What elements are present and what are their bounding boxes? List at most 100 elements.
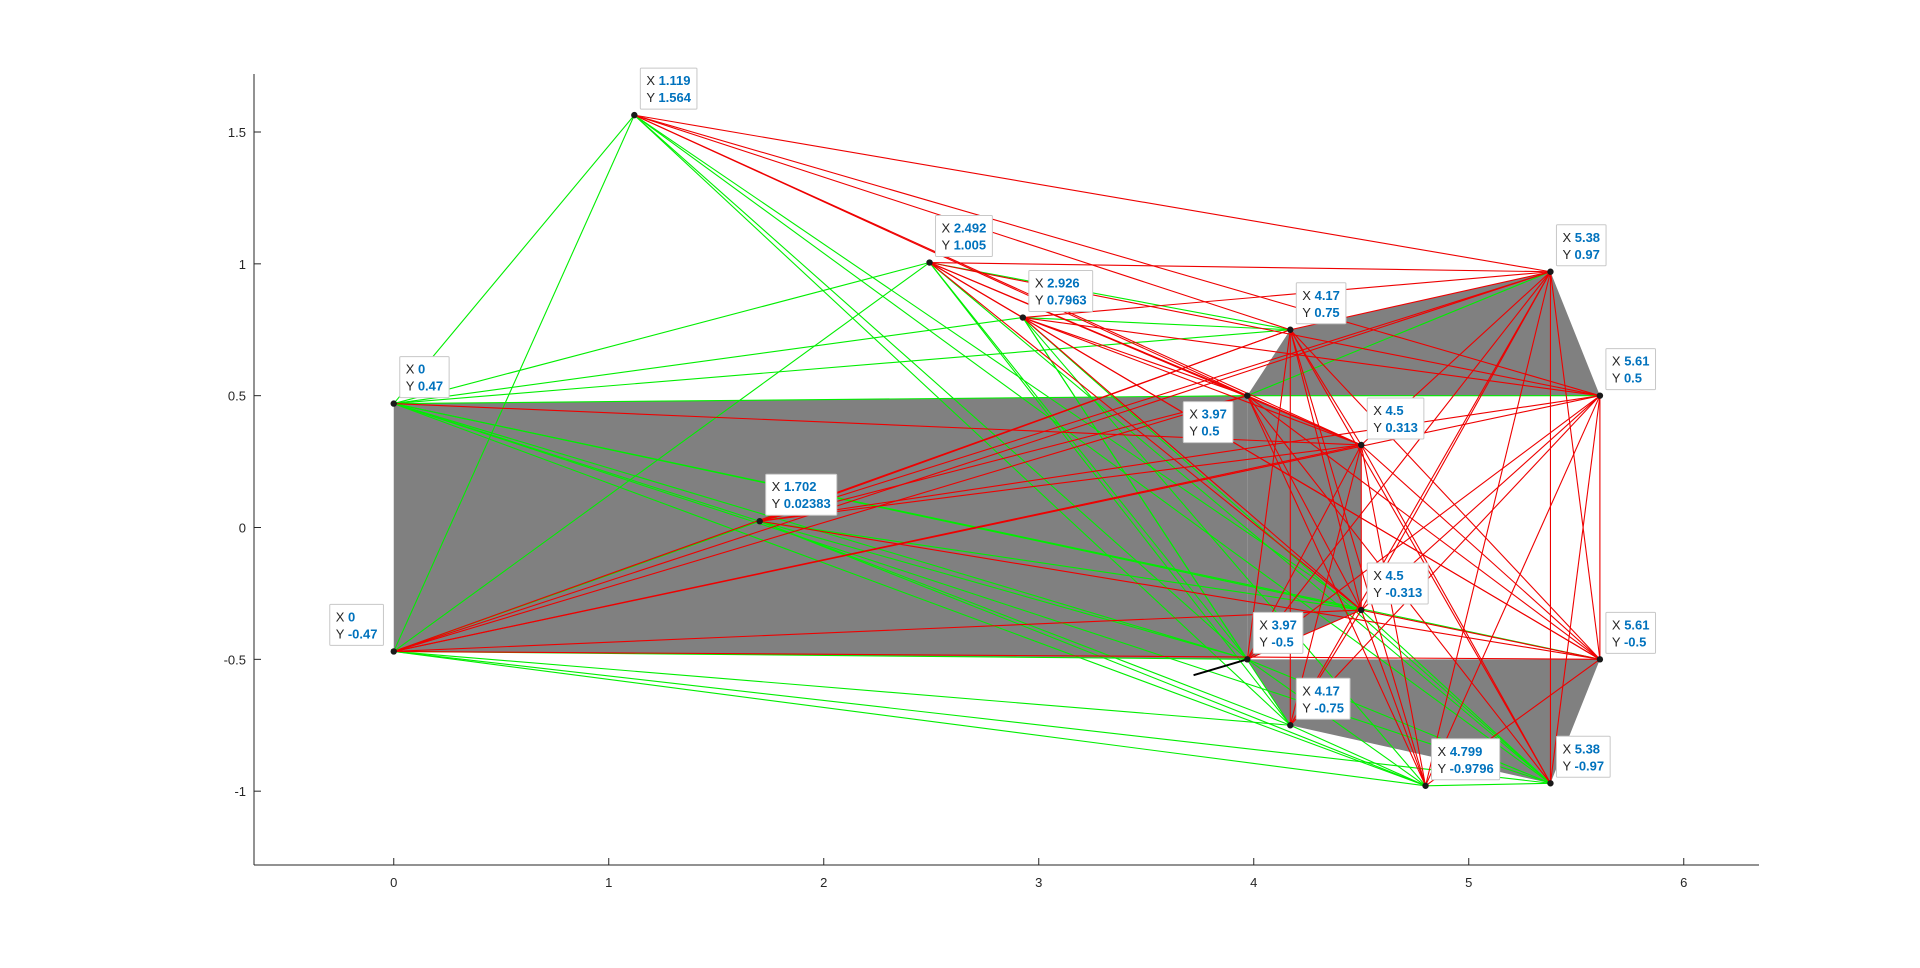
datatip-7[interactable]: X 3.97Y -0.5: [1252, 611, 1304, 654]
datatip-8[interactable]: X 4.17Y 0.75: [1295, 282, 1347, 325]
y-tick-label: 1: [239, 257, 246, 272]
y-tick-label: 0: [239, 521, 246, 536]
data-point-4[interactable]: [926, 259, 933, 266]
data-point-2[interactable]: [631, 111, 638, 119]
datatip-x-value: 5.38: [1575, 741, 1600, 756]
datatip-x-text: X 4.5: [1373, 568, 1403, 583]
data-point-10[interactable]: [1358, 441, 1365, 449]
red-edge-39: [1246, 395, 1601, 660]
red-edge-4: [634, 114, 1601, 397]
red-edge-14: [1022, 317, 1362, 446]
datatip-y-text: Y -0.47: [336, 626, 378, 641]
datatip-y-text: Y 0.47: [406, 379, 443, 394]
data-point-8[interactable]: [1287, 326, 1294, 333]
datatip-x-value: 4.17: [1315, 288, 1340, 303]
datatip-15[interactable]: X 5.61Y 0.5: [1605, 348, 1657, 391]
data-point-6[interactable]: [1244, 392, 1251, 399]
datatip-6[interactable]: X 3.97Y 0.5: [1182, 401, 1234, 444]
red-edge-7: [929, 262, 1362, 446]
x-tick-label: 1: [605, 875, 612, 890]
datatip-y-value: 0.97: [1575, 247, 1600, 262]
data-point-3[interactable]: [756, 518, 763, 525]
data-point-1[interactable]: [390, 648, 397, 655]
datatip-box: [765, 473, 838, 516]
datatip-y-text: Y 0.5: [1612, 371, 1642, 386]
datatip-9[interactable]: X 4.17Y -0.75: [1295, 677, 1351, 720]
green-edge-16: [393, 650, 1426, 787]
red-edge-42: [1289, 329, 1362, 611]
datatip-x-value: 3.97: [1202, 407, 1227, 422]
datatip-x-text: X 1.119: [646, 73, 690, 88]
red-edge-19: [393, 395, 1248, 652]
data-point-0[interactable]: [390, 400, 397, 407]
data-point-15[interactable]: [1596, 392, 1604, 399]
data-point-16[interactable]: [1596, 656, 1604, 663]
shape-polygon-middle-block: [1247, 395, 1362, 660]
red-edge-31: [759, 329, 1291, 522]
datatip-11[interactable]: X 4.5Y -0.313: [1366, 562, 1429, 605]
datatip-10[interactable]: X 4.5Y 0.313: [1366, 397, 1425, 440]
data-point-7[interactable]: [1244, 656, 1251, 663]
green-edge-17: [393, 650, 1551, 784]
red-edge-32: [1247, 395, 1362, 446]
datatip-y-text: Y 0.5: [1189, 424, 1219, 439]
datatip-y-text: Y 0.75: [1302, 305, 1339, 320]
data-point-9[interactable]: [1287, 722, 1294, 729]
datatip-13[interactable]: X 5.38Y 0.97: [1555, 224, 1607, 267]
green-edge-20: [634, 114, 1362, 611]
green-edge-19: [633, 114, 1291, 726]
green-edge-11: [393, 114, 635, 652]
datatip-y-text: Y -0.97: [1562, 758, 1604, 773]
datatip-y-value: 0.5: [1201, 424, 1219, 439]
datatip-0[interactable]: X 0Y 0.47: [399, 356, 450, 399]
datatip-y-text: Y -0.5: [1259, 634, 1293, 649]
data-point-12[interactable]: [1422, 782, 1429, 789]
annotation-layer: [1193, 658, 1248, 677]
red-edge-16: [1022, 317, 1600, 397]
datatip-box: [1431, 738, 1501, 781]
datatip-x-text: X 1.702: [772, 479, 817, 494]
green-edge-18: [633, 114, 1248, 660]
datatip-y-value: -0.97: [1575, 758, 1605, 773]
datatip-box: [1555, 735, 1611, 778]
data-point-5[interactable]: [1019, 314, 1027, 321]
red-edge-26: [759, 395, 1248, 522]
datatip-x-text: X 5.38: [1562, 741, 1600, 756]
datatip-x-text: X 4.5: [1373, 403, 1403, 418]
red-edge-17: [1022, 317, 1601, 660]
red-edge-12: [1022, 271, 1551, 319]
data-point-13[interactable]: [1547, 268, 1554, 275]
datatip-box: [1366, 397, 1425, 440]
datatip-y-value: -0.47: [348, 626, 378, 641]
x-tick-label: 6: [1680, 875, 1687, 890]
datatip-y-value: -0.9796: [1450, 761, 1494, 776]
annotation-segment-0: [1193, 658, 1248, 677]
datatip-1[interactable]: X 0Y -0.47: [329, 603, 384, 646]
polygon-layer: [393, 271, 1600, 784]
green-edge-39: [1360, 609, 1551, 784]
green-edge-40: [1425, 782, 1551, 787]
datatip-x-text: X 2.492: [942, 221, 987, 236]
x-tick-label: 3: [1035, 875, 1042, 890]
green-edge-0: [393, 114, 635, 404]
red-edge-63: [1425, 395, 1601, 787]
datatip-y-value: -0.5: [1624, 634, 1646, 649]
data-point-14[interactable]: [1547, 780, 1554, 787]
datatip-y-value: 1.564: [658, 90, 691, 105]
red-edge-11: [929, 262, 1024, 319]
datatip-y-value: -0.313: [1385, 585, 1422, 600]
data-point-11[interactable]: [1358, 606, 1365, 614]
datatip-x-value: 0: [348, 609, 355, 624]
datatip-box: [1295, 282, 1347, 325]
datatip-16[interactable]: X 5.61Y -0.5: [1605, 611, 1657, 654]
red-edge-54: [1360, 444, 1427, 786]
datatip-y-value: 0.47: [418, 379, 443, 394]
datatip-14[interactable]: X 5.38 Y -0.97: [1555, 735, 1611, 778]
